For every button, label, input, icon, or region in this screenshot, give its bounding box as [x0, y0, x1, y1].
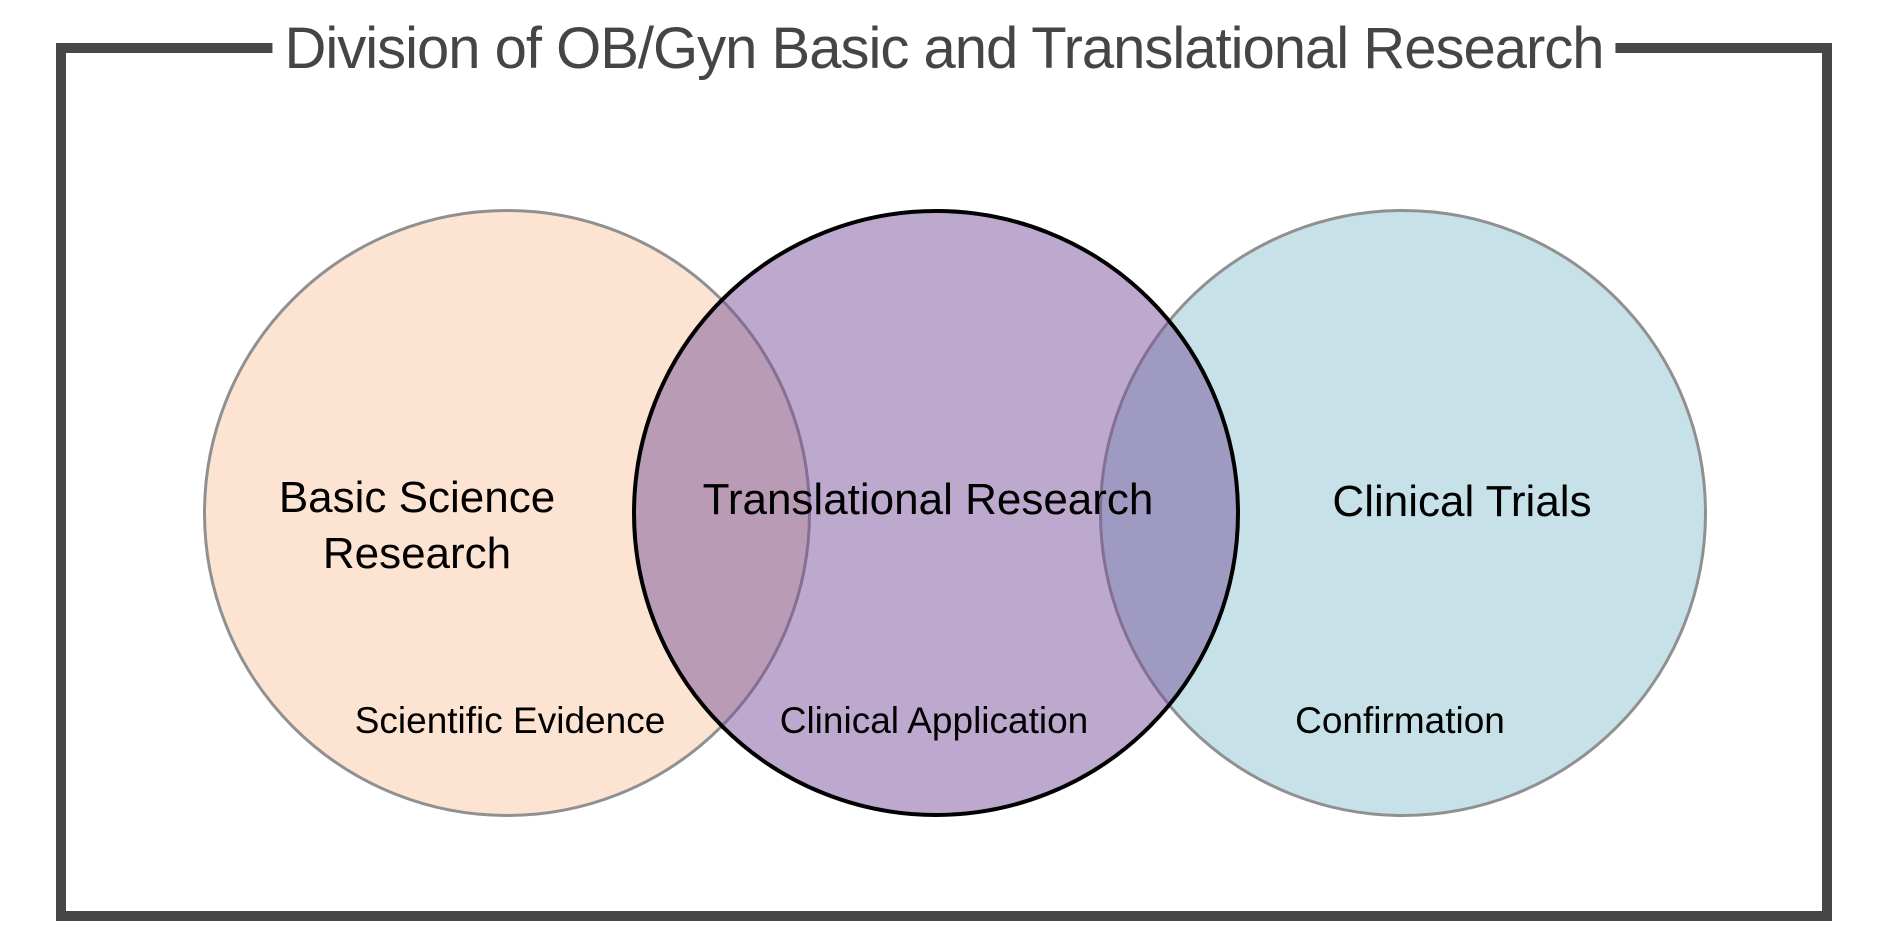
diagram-title: Division of OB/Gyn Basic and Translation…	[272, 16, 1616, 83]
sublabel-confirmation: Confirmation	[1295, 700, 1505, 741]
circle-translational-research	[632, 209, 1240, 817]
label-basic-line-2: Research	[322, 529, 512, 578]
label-translational-research: Translational Research	[702, 475, 1154, 524]
label-clinical-trials: Clinical Trials	[1332, 477, 1592, 526]
sublabel-clinical-application: Clinical Application	[779, 700, 1089, 741]
label-basic-line-1: Basic Science	[278, 473, 556, 522]
label-basic-science-research: Basic Science Research	[279, 470, 555, 582]
sublabel-scientific-evidence: Scientific Evidence	[354, 700, 666, 741]
